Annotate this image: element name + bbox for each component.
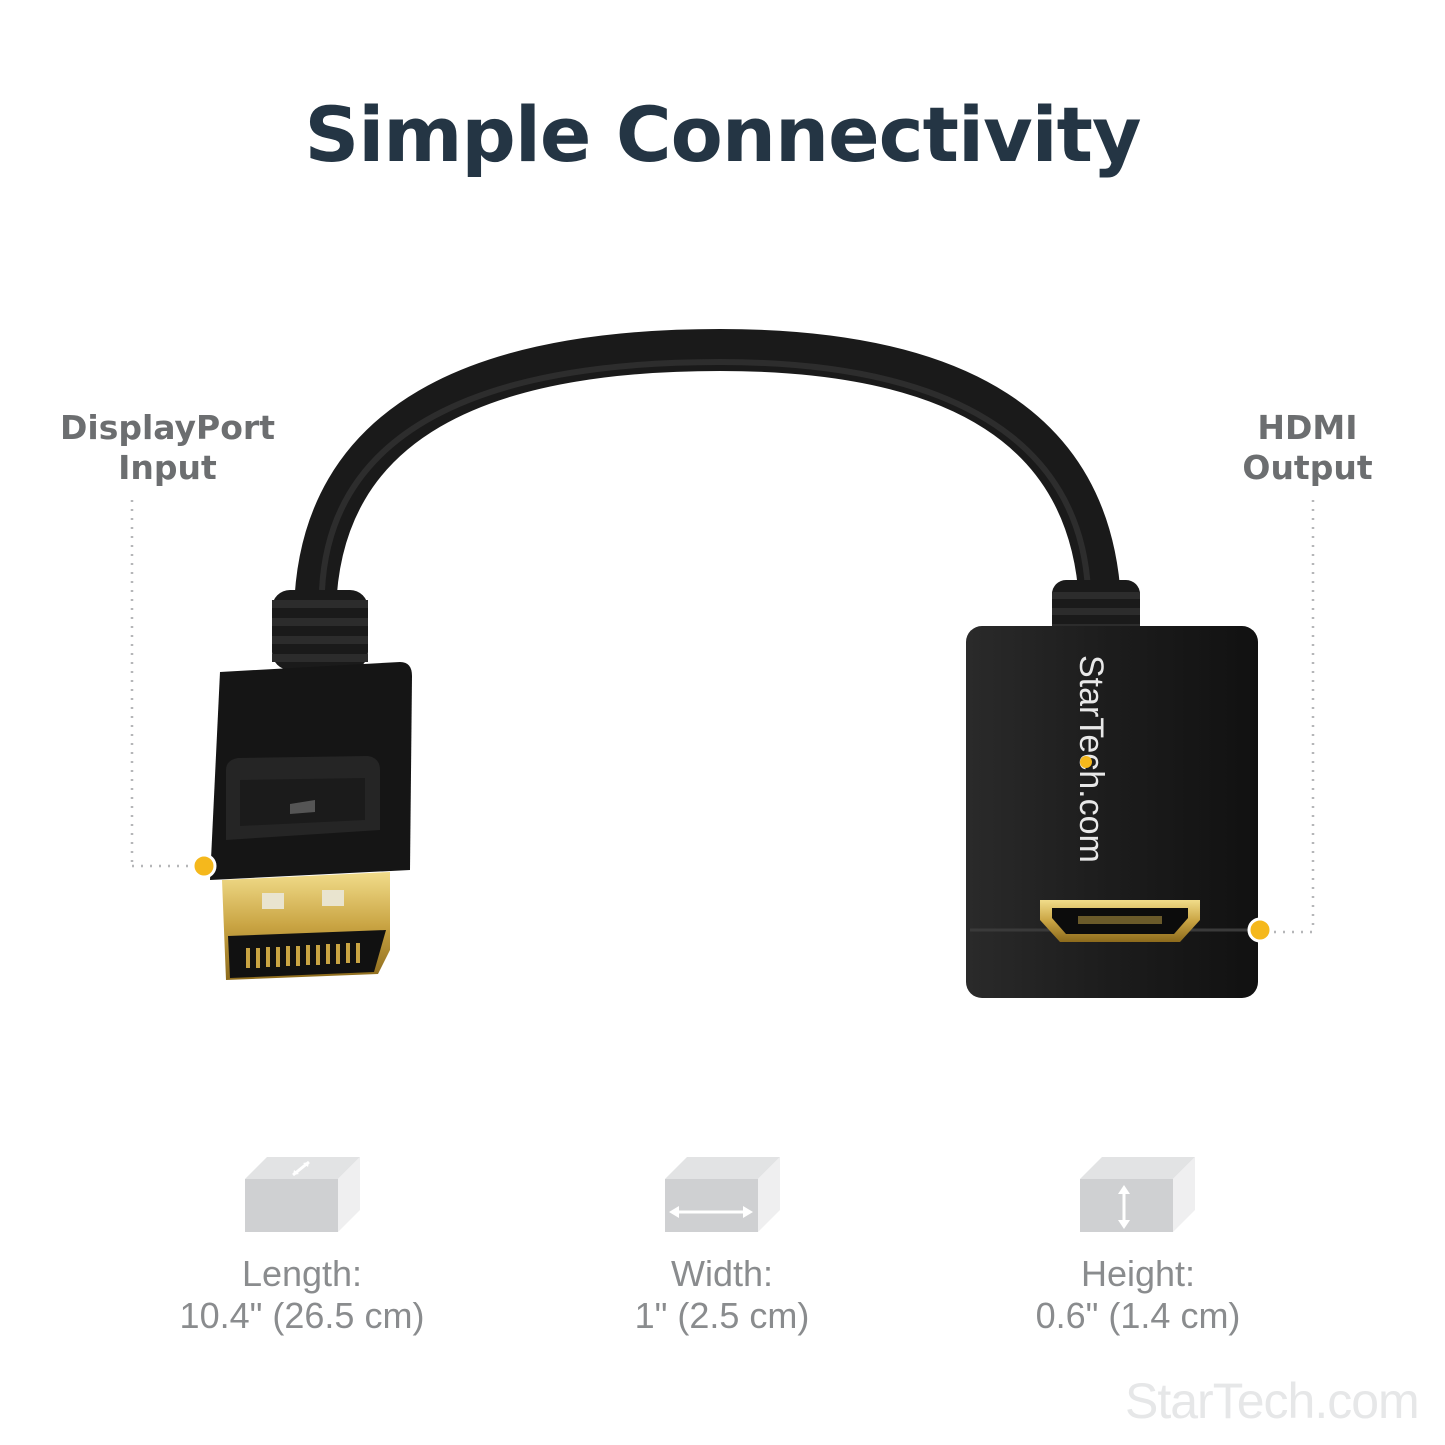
displayport-input-label: DisplayPort Input <box>40 408 295 488</box>
hdmi-callout-leader <box>1247 500 1315 943</box>
dp-callout-leader <box>130 500 217 879</box>
callout-line: Input <box>118 448 217 487</box>
dp-strain-relief <box>272 590 368 670</box>
width-label: Width: <box>670 1253 774 1294</box>
hdmi-adapter-box: StarTech.com <box>966 626 1258 998</box>
page-title: Simple Connectivity <box>304 90 1141 179</box>
dp-accent-dot <box>191 853 217 879</box>
height-cube-icon <box>1080 1157 1195 1232</box>
hdmi-output-label: HDMI Output <box>1215 408 1400 488</box>
callout-line: HDMI <box>1257 408 1358 447</box>
height-label: Height: <box>1080 1253 1196 1294</box>
width-spec: Width: 1" (2.5 cm) <box>572 1253 872 1337</box>
cable <box>294 328 1121 631</box>
length-label: Length: <box>241 1253 363 1294</box>
width-value: 1" (2.5 cm) <box>634 1295 810 1336</box>
displayport-connector <box>210 662 412 980</box>
callout-line: DisplayPort <box>60 408 275 447</box>
width-cube-icon <box>665 1157 780 1232</box>
brand-watermark: StarTech.com <box>1125 1373 1420 1429</box>
length-value: 10.4" (26.5 cm) <box>179 1295 425 1336</box>
callout-line: Output <box>1242 448 1373 487</box>
height-spec: Height: 0.6" (1.4 cm) <box>988 1253 1288 1337</box>
length-spec: Length: 10.4" (26.5 cm) <box>152 1253 452 1337</box>
height-value: 0.6" (1.4 cm) <box>1035 1295 1241 1336</box>
hdmi-accent-dot <box>1247 917 1273 943</box>
length-cube-icon <box>245 1157 360 1232</box>
